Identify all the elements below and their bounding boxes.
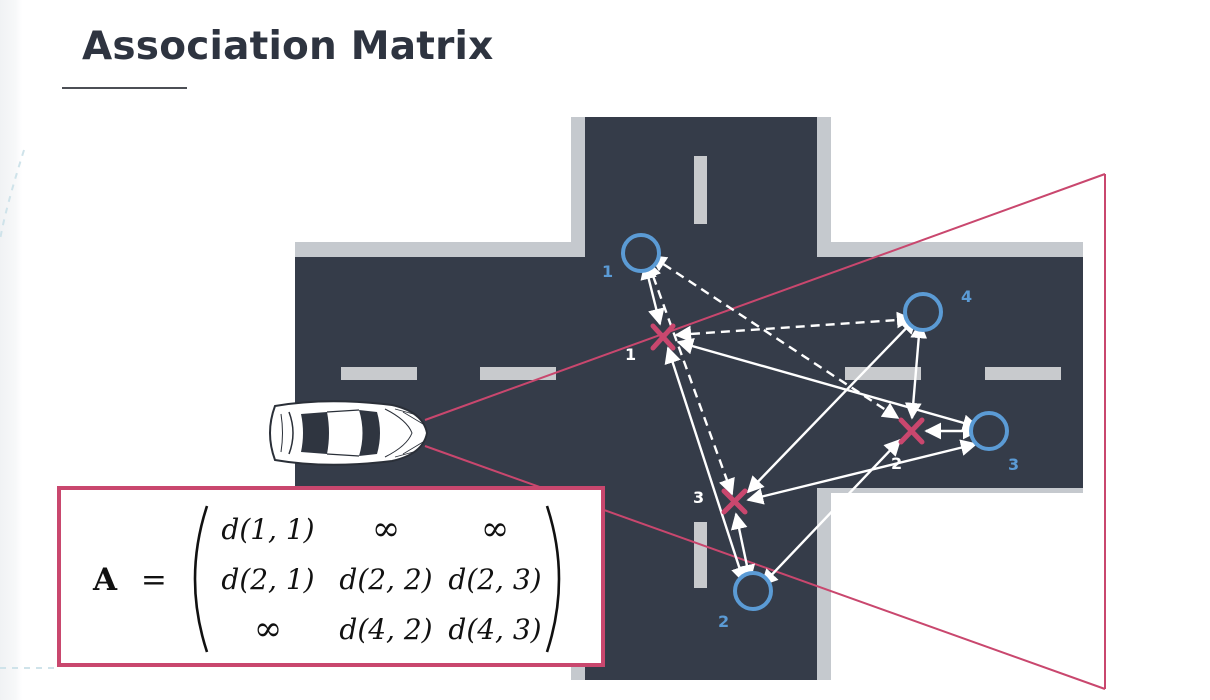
matrix-cell-r2c2: d(2, 2) [339,562,433,596]
detection-label: 4 [961,287,972,306]
right-parenthesis [545,505,561,653]
association-matrix-box: A = d(1, 1) ∞ ∞ d(2, 1) d(2, 2) d(2, 3) … [57,486,605,667]
matrix-cell-r3c1: ∞ [253,609,283,649]
car-icon [269,400,429,466]
matrix-cell-r1c3: ∞ [480,509,510,549]
arrow-t1-d1 [640,262,665,326]
track-label: 1 [625,345,636,364]
arrow-t3-d3 [746,439,978,505]
detection-label: 3 [1008,455,1019,474]
matrix-grid: d(1, 1) ∞ ∞ d(2, 1) d(2, 2) d(2, 3) ∞ d(… [209,504,545,654]
matrix-cell-r3c2: d(4, 2) [339,612,433,646]
circle-icon [903,292,943,332]
detection-markers [621,233,1009,611]
matrix-cell-r3c3: d(4, 3) [448,612,542,646]
title-underline [62,87,187,89]
track-markers [650,323,925,515]
matrix-cell-r1c1: d(1, 1) [221,512,315,546]
detection-label: 1 [602,262,613,281]
matrix-cell-r2c1: d(2, 1) [221,562,315,596]
solid-association-arrows [640,262,980,587]
equals-sign: = [140,562,167,598]
slide-title: Association Matrix [82,24,494,69]
cross-icon [721,488,748,515]
track-label: 2 [891,454,902,473]
arrow-t3-d2 [730,512,756,582]
matrix-cell-r2c3: d(2, 3) [448,562,542,596]
detection-label: 2 [718,612,729,631]
matrix-cell-r1c2: ∞ [371,509,401,549]
cross-icon [898,417,925,445]
circle-icon [733,571,773,611]
matrix-lhs: A = [93,562,167,598]
cross-icon [650,323,676,351]
left-parenthesis [193,505,209,653]
circle-icon [969,411,1009,451]
track-label: 3 [693,488,704,507]
matrix-symbol: A [93,562,118,598]
background-dashed-arc [0,149,25,241]
circle-icon [621,233,661,273]
